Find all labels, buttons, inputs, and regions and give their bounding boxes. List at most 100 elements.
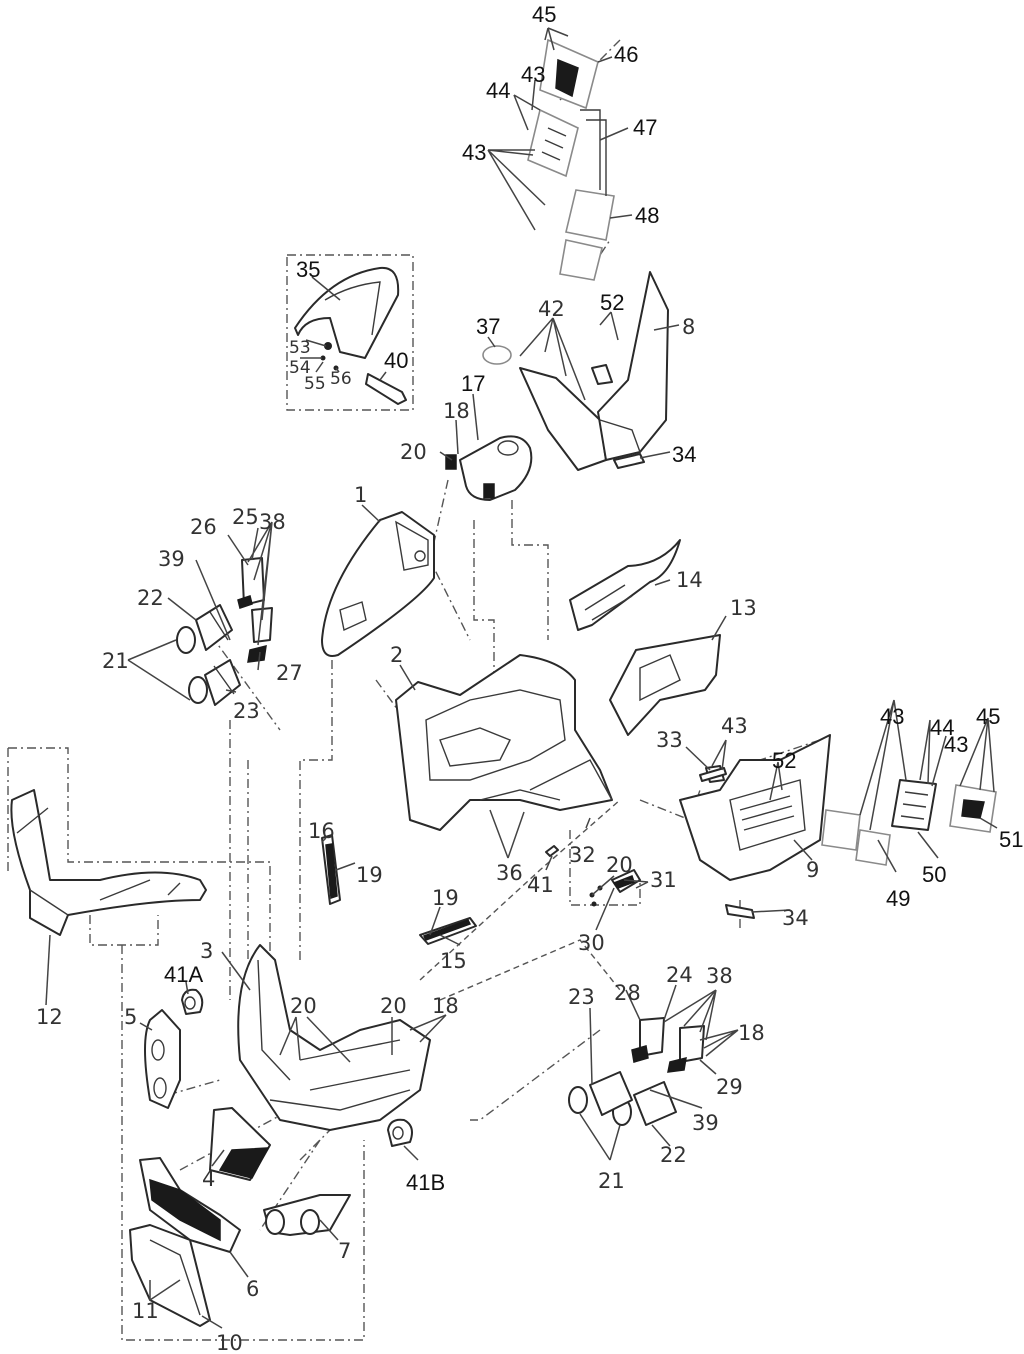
callout-27: 27 bbox=[276, 661, 303, 685]
part-30-31-clip bbox=[589, 869, 641, 907]
callout-31: 31 bbox=[650, 868, 677, 892]
callout-13: 13 bbox=[730, 596, 757, 620]
part-3-front-frame bbox=[237, 944, 431, 1131]
part-41B-bracket bbox=[387, 1118, 413, 1147]
callout-45: 45 bbox=[532, 2, 556, 27]
callout-37: 37 bbox=[476, 314, 500, 339]
callout-21: 21 bbox=[598, 1169, 625, 1193]
part-6-grille bbox=[139, 1157, 241, 1253]
part-37-cap bbox=[482, 345, 512, 365]
part-13-side-panel bbox=[609, 634, 721, 736]
callout-50: 50 bbox=[922, 862, 946, 887]
control-module-top bbox=[527, 38, 615, 281]
callout-labels: 45 46 43 44 47 43 48 35 53 54 55 56 40 3… bbox=[36, 2, 1023, 1354]
callout-41A: 41A bbox=[164, 962, 203, 987]
callout-23: 23 bbox=[233, 699, 260, 723]
callout-33: 33 bbox=[656, 728, 683, 752]
callout-44: 44 bbox=[486, 78, 510, 103]
callout-12: 12 bbox=[36, 1005, 63, 1029]
callout-19: 19 bbox=[432, 886, 459, 910]
callout-29: 29 bbox=[716, 1075, 743, 1099]
part-41-clip bbox=[545, 845, 559, 857]
callout-30: 30 bbox=[578, 931, 605, 955]
callout-41: 41 bbox=[527, 873, 554, 897]
callout-15: 15 bbox=[440, 949, 467, 973]
callout-23: 23 bbox=[568, 985, 595, 1009]
callout-52: 52 bbox=[772, 748, 796, 773]
callout-10: 10 bbox=[216, 1331, 243, 1354]
light-assembly-right bbox=[568, 1017, 705, 1126]
callout-36: 36 bbox=[496, 861, 523, 885]
callout-49: 49 bbox=[886, 886, 910, 911]
part-15-trim bbox=[419, 917, 477, 945]
callout-48: 48 bbox=[635, 203, 659, 228]
callout-40: 40 bbox=[384, 348, 408, 373]
callout-22: 22 bbox=[660, 1143, 687, 1167]
callout-11: 11 bbox=[132, 1299, 159, 1323]
callout-45: 45 bbox=[976, 704, 1000, 729]
callout-52: 52 bbox=[600, 290, 624, 315]
control-module-right bbox=[821, 779, 997, 866]
callout-43: 43 bbox=[880, 704, 904, 729]
leader-lines bbox=[45, 27, 998, 1329]
callout-34: 34 bbox=[672, 442, 696, 467]
part-9-footrest bbox=[679, 734, 831, 919]
callout-14: 14 bbox=[676, 568, 703, 592]
callout-38: 38 bbox=[706, 964, 733, 988]
callout-18: 18 bbox=[738, 1021, 765, 1045]
callout-17: 17 bbox=[461, 371, 485, 396]
part-35-assembly bbox=[294, 266, 407, 405]
callout-1: 1 bbox=[354, 483, 367, 507]
callout-6: 6 bbox=[246, 1277, 259, 1301]
callout-43: 43 bbox=[521, 62, 545, 87]
callout-19: 19 bbox=[356, 863, 383, 887]
callout-39: 39 bbox=[692, 1111, 719, 1135]
part-5-lamp-housing bbox=[144, 1009, 181, 1109]
part-1-cover bbox=[321, 511, 435, 657]
callout-18: 18 bbox=[432, 994, 459, 1018]
part-14-panel bbox=[569, 539, 681, 631]
part-8-rear-fender bbox=[519, 271, 669, 471]
callout-5: 5 bbox=[124, 1005, 137, 1029]
callout-32: 32 bbox=[569, 843, 596, 867]
callout-24: 24 bbox=[666, 963, 693, 987]
callout-22: 22 bbox=[137, 586, 164, 610]
callout-54: 54 bbox=[289, 358, 311, 378]
callout-43: 43 bbox=[944, 732, 968, 757]
callout-47: 47 bbox=[633, 115, 657, 140]
callout-21: 21 bbox=[102, 649, 129, 673]
callout-42: 42 bbox=[538, 297, 565, 321]
callout-9: 9 bbox=[806, 858, 819, 882]
callout-56: 56 bbox=[330, 369, 352, 389]
callout-41B: 41B bbox=[406, 1170, 445, 1195]
part-7-light bbox=[263, 1194, 351, 1236]
callout-28: 28 bbox=[614, 981, 641, 1005]
callout-20: 20 bbox=[290, 994, 317, 1018]
callout-20: 20 bbox=[380, 994, 407, 1018]
callout-53: 53 bbox=[289, 338, 311, 358]
callout-39: 39 bbox=[158, 547, 185, 571]
callout-16: 16 bbox=[308, 819, 335, 843]
callout-35: 35 bbox=[296, 257, 320, 282]
callout-43: 43 bbox=[721, 714, 748, 738]
part-12-seat bbox=[10, 789, 207, 936]
light-assembly-left bbox=[176, 557, 273, 706]
callout-7: 7 bbox=[338, 1239, 351, 1263]
callout-2: 2 bbox=[390, 643, 403, 667]
part-17-console bbox=[445, 435, 533, 501]
callout-55: 55 bbox=[304, 374, 326, 394]
callout-18: 18 bbox=[443, 399, 470, 423]
callout-4: 4 bbox=[202, 1167, 215, 1191]
callout-44: 44 bbox=[930, 715, 954, 740]
part-4-panel bbox=[209, 1107, 271, 1181]
part-2-front-body bbox=[395, 654, 613, 831]
callout-43: 43 bbox=[462, 140, 486, 165]
part-16-trim bbox=[321, 834, 341, 905]
callout-3: 3 bbox=[200, 939, 213, 963]
callout-46: 46 bbox=[614, 42, 638, 67]
callout-34: 34 bbox=[782, 906, 809, 930]
part-10-bumper-frame bbox=[129, 1224, 211, 1327]
callout-38: 38 bbox=[259, 510, 286, 534]
callout-20: 20 bbox=[400, 440, 427, 464]
